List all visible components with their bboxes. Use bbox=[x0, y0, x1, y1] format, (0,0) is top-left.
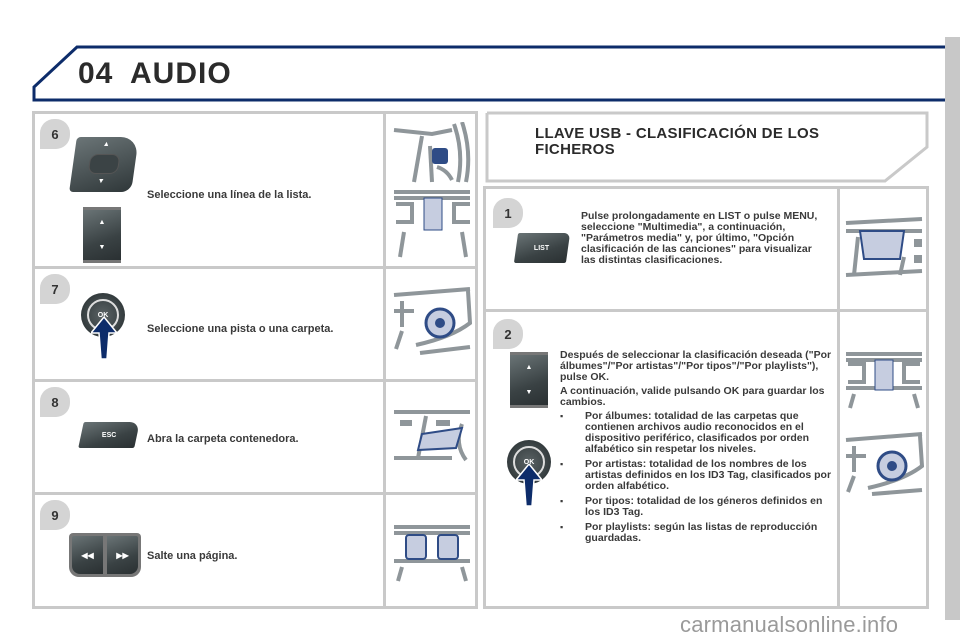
forward-button: ▶▶ bbox=[107, 536, 138, 574]
panel-divider bbox=[383, 114, 386, 266]
down-arrow-icon: ▼ bbox=[97, 178, 106, 185]
chapter-header: 04 AUDIO bbox=[32, 45, 947, 102]
step-badge: 9 bbox=[40, 500, 70, 530]
seek-buttons-thumbnail bbox=[394, 525, 470, 582]
steering-wheel-thumbnail bbox=[393, 122, 471, 258]
step-badge: 2 bbox=[493, 319, 523, 349]
step-badge: 6 bbox=[40, 119, 70, 149]
chapter-title: AUDIO bbox=[130, 57, 232, 90]
ok-knob-thumbnail bbox=[845, 432, 924, 496]
step-6-panel: 6 ▲ ▼ ▲ ▼ Seleccione una línea de la lis… bbox=[32, 111, 478, 269]
panel-divider bbox=[383, 495, 386, 606]
intro-text: Después de seleccionar la clasificación … bbox=[560, 349, 832, 383]
step-badge: 8 bbox=[40, 387, 70, 417]
sort-option-playlists: Por playlists: según las listas de repro… bbox=[560, 522, 832, 544]
page-edge-tab bbox=[945, 37, 960, 620]
ok-knob-thumbnail bbox=[393, 287, 472, 355]
panel-divider bbox=[383, 382, 386, 492]
esc-label: ESC bbox=[101, 431, 117, 439]
chapter-number: 04 bbox=[78, 57, 114, 90]
panel-divider bbox=[837, 189, 840, 309]
press-arrow-icon bbox=[91, 317, 117, 359]
panel-divider bbox=[383, 269, 386, 379]
up-down-buttons: ▲ ▼ bbox=[83, 207, 121, 263]
press-arrow-icon bbox=[516, 464, 542, 506]
list-button: LIST bbox=[513, 233, 571, 263]
sort-option-artists: Por artistas: totalidad de los nombres d… bbox=[560, 459, 832, 492]
up-down-buttons: ▲ ▼ bbox=[510, 352, 548, 408]
esc-button: ESC bbox=[78, 422, 140, 448]
wheel-icon bbox=[87, 154, 121, 174]
step-9-text: Salte una página. bbox=[147, 550, 238, 562]
usb-step-2-text: Después de seleccionar la clasificación … bbox=[560, 350, 832, 548]
confirm-text: A continuación, valide pulsando OK para … bbox=[560, 385, 825, 408]
step-8-text: Abra la carpeta contenedora. bbox=[147, 433, 299, 445]
step-9-panel: 9 ◀◀ ▶▶ Salte una página. bbox=[32, 492, 478, 609]
list-label: LIST bbox=[534, 244, 550, 252]
list-button-thumbnail bbox=[845, 217, 923, 277]
step-6-text: Seleccione una línea de la lista. bbox=[147, 189, 312, 201]
step-8-panel: 8 ESC Abra la carpeta contenedora. bbox=[32, 379, 478, 495]
panel-divider bbox=[837, 312, 840, 606]
down-arrow-icon: ▼ bbox=[525, 389, 533, 396]
usb-step-1-panel: 1 LIST Pulse prolongadamente en LIST o p… bbox=[483, 186, 929, 312]
sort-options-list: Por álbumes: totalidad de las carpetas q… bbox=[560, 411, 832, 544]
down-arrow-icon: ▼ bbox=[98, 244, 106, 251]
watermark: carmanualsonline.info bbox=[680, 612, 899, 637]
usb-step-2-panel: 2 ▲ ▼ OK Después de seleccionar la clasi… bbox=[483, 309, 929, 609]
usb-header-frame bbox=[485, 111, 929, 183]
up-down-thumbnail bbox=[846, 352, 922, 409]
esc-button-thumbnail bbox=[394, 410, 470, 462]
step-7-panel: 7 OK Seleccione una pista o una carpeta. bbox=[32, 266, 478, 382]
ok-button: OK bbox=[81, 293, 125, 337]
seek-buttons: ◀◀ ▶▶ bbox=[69, 533, 141, 577]
step-7-text: Seleccione una pista o una carpeta. bbox=[147, 323, 334, 335]
usb-section-title: LLAVE USB - CLASIFICACIÓN DE LOS FICHERO… bbox=[535, 125, 820, 158]
up-arrow-icon: ▲ bbox=[525, 364, 533, 371]
usb-section-header: LLAVE USB - CLASIFICACIÓN DE LOS FICHERO… bbox=[485, 111, 929, 183]
sort-option-genres: Por tipos: totalidad de los géneros defi… bbox=[560, 496, 832, 518]
scroll-wheel-control: ▲ ▼ bbox=[69, 137, 139, 192]
up-arrow-icon: ▲ bbox=[98, 219, 106, 226]
step-badge: 7 bbox=[40, 274, 70, 304]
usb-step-1-text: Pulse prolongadamente en LIST o pulse ME… bbox=[581, 210, 818, 266]
up-arrow-icon: ▲ bbox=[102, 141, 111, 148]
rewind-button: ◀◀ bbox=[72, 536, 103, 574]
sort-option-albums: Por álbumes: totalidad de las carpetas q… bbox=[560, 411, 832, 455]
step-badge: 1 bbox=[493, 198, 523, 228]
header-frame bbox=[32, 45, 945, 102]
